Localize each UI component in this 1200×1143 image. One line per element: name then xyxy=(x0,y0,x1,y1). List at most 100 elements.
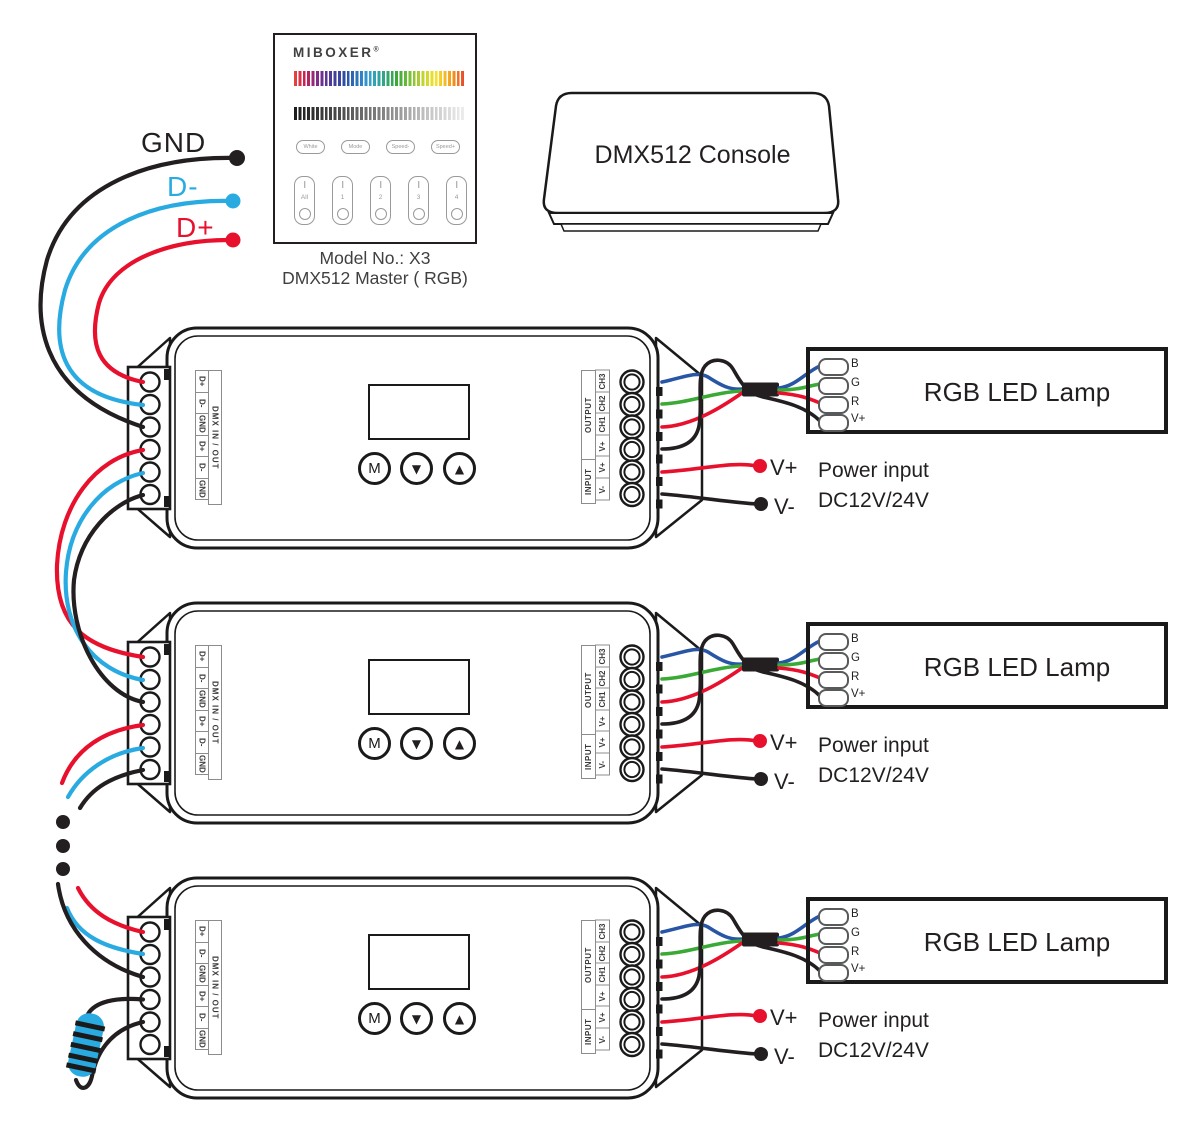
brightness-touch-strip[interactable] xyxy=(294,107,465,120)
dplus-wire-dot xyxy=(225,232,241,248)
zone-off-circle xyxy=(374,208,387,220)
terminal-label: GND xyxy=(195,413,209,436)
power-voltage-label: DC12V/24V xyxy=(818,764,929,787)
rgb-led-lamp: B G R V+ RGB LED Lamp xyxy=(806,897,1168,984)
terminal-label: CH1 xyxy=(595,413,610,436)
model-description: DMX512 Master ( RGB) xyxy=(282,268,468,288)
terminal-label: CH1 xyxy=(595,963,610,986)
lcd-display xyxy=(368,934,470,990)
terminal-label: CH3 xyxy=(595,920,610,943)
pin-label: G xyxy=(851,927,860,939)
lamp-pin-b[interactable] xyxy=(818,908,849,926)
dmx-group-label: DMX IN / OUT xyxy=(208,920,222,1055)
model-number: Model No.: X3 xyxy=(319,248,431,268)
vminus-label: V- xyxy=(774,769,795,794)
zone-on-tick xyxy=(455,181,458,188)
lamp-pin-vplus[interactable] xyxy=(818,964,849,982)
dmx-label-column: D+ D- GND D+ D- GND DMX IN / OUT xyxy=(195,920,222,1055)
dmx-console-label: DMX512 Console xyxy=(594,141,791,169)
terminal-label: D+ xyxy=(195,370,209,393)
terminal-label: GND xyxy=(195,963,209,986)
up-arrow-icon: ▲ xyxy=(454,461,465,476)
bus-wires-c2-continuation xyxy=(59,722,146,811)
lamp-pin-b[interactable] xyxy=(818,633,849,651)
m-button[interactable]: M xyxy=(358,727,391,760)
speed-plus-button[interactable]: Speed+ xyxy=(431,140,460,154)
io-label-column: OUTPUT INPUT CH3 CH2 CH1 V+ V+ V- xyxy=(581,370,610,504)
terminal-label: V+ xyxy=(595,984,610,1007)
zone-button-3[interactable]: 3 xyxy=(408,176,429,225)
vplus-label: V+ xyxy=(770,455,798,480)
zone-off-circle xyxy=(336,208,349,220)
terminal-label: D+ xyxy=(195,434,209,457)
lamp-pin-vplus[interactable] xyxy=(818,414,849,432)
lamp-pin-r[interactable] xyxy=(818,946,849,964)
resistor-bands xyxy=(65,1020,106,1074)
lamp-pin-g[interactable] xyxy=(818,652,849,670)
lamp-pin-r[interactable] xyxy=(818,396,849,414)
power-voltage-label: DC12V/24V xyxy=(818,1039,929,1062)
pin-label: V+ xyxy=(851,963,866,975)
dmx-label-column: D+ D- GND D+ D- GND DMX IN / OUT xyxy=(195,370,222,505)
terminal-label: D- xyxy=(195,391,209,414)
gnd-label: GND xyxy=(141,127,207,158)
m-button[interactable]: M xyxy=(358,1002,391,1035)
up-button[interactable]: ▲ xyxy=(443,727,476,760)
terminal-label: CH3 xyxy=(595,645,610,668)
down-arrow-icon: ▼ xyxy=(411,461,422,476)
lamp-pin-g[interactable] xyxy=(818,377,849,395)
color-touch-strip[interactable] xyxy=(294,71,465,86)
m-button[interactable]: M xyxy=(358,452,391,485)
up-arrow-icon: ▲ xyxy=(454,1011,465,1026)
rgb-led-lamp: B G R V+ RGB LED Lamp xyxy=(806,347,1168,434)
vplus-label: V+ xyxy=(770,1005,798,1030)
lamp-pin-vplus[interactable] xyxy=(818,689,849,707)
lamp-title: RGB LED Lamp xyxy=(923,377,1111,407)
rgb-led-lamp: B G R V+ RGB LED Lamp xyxy=(806,622,1168,709)
pin-label: R xyxy=(851,671,860,683)
power-input-label: Power input xyxy=(818,734,929,757)
terminal-label: V+ xyxy=(595,434,610,457)
lamp-pin-r[interactable] xyxy=(818,671,849,689)
terminal-label: GND xyxy=(195,688,209,711)
zone-button-4[interactable]: 4 xyxy=(446,176,467,225)
zone-button-2[interactable]: 2 xyxy=(370,176,391,225)
mode-button-panel[interactable]: Mode xyxy=(341,140,370,154)
down-button[interactable]: ▼ xyxy=(400,1002,433,1035)
output-label: OUTPUT xyxy=(581,920,596,1010)
terminal-label: D- xyxy=(195,941,209,964)
down-arrow-icon: ▼ xyxy=(411,1011,422,1026)
terminal-label: GND xyxy=(195,1027,209,1050)
white-button[interactable]: White xyxy=(296,140,325,154)
power-voltage-label: DC12V/24V xyxy=(818,489,929,512)
down-button[interactable]: ▼ xyxy=(400,727,433,760)
dmx-label-column: D+ D- GND D+ D- GND DMX IN / OUT xyxy=(195,645,222,780)
dmx-master-panel: MIBOXER® White Mode Speed- Speed+ All 1 … xyxy=(273,33,477,244)
terminal-label: V- xyxy=(595,477,610,500)
terminal-label: D+ xyxy=(195,920,209,943)
terminal-label: D- xyxy=(195,666,209,689)
zone-button-1[interactable]: 1 xyxy=(332,176,353,225)
zone-on-tick xyxy=(379,181,382,188)
zone-on-tick xyxy=(417,181,420,188)
lamp-pin-g[interactable] xyxy=(818,927,849,945)
bus-wires-c1-c2 xyxy=(54,447,146,705)
dmx-group-label: DMX IN / OUT xyxy=(208,645,222,780)
vminus-label: V- xyxy=(774,1044,795,1069)
power-input-label: Power input xyxy=(818,1009,929,1032)
bus-wires-master xyxy=(38,150,245,430)
up-button[interactable]: ▲ xyxy=(443,452,476,485)
pin-label: R xyxy=(851,946,860,958)
zone-button-all[interactable]: All xyxy=(294,176,315,225)
down-button[interactable]: ▼ xyxy=(400,452,433,485)
speed-minus-button[interactable]: Speed- xyxy=(386,140,415,154)
terminal-label: V+ xyxy=(595,709,610,732)
pin-label: V+ xyxy=(851,413,866,425)
up-button[interactable]: ▲ xyxy=(443,1002,476,1035)
terminal-label: V- xyxy=(595,1027,610,1050)
terminal-label: V+ xyxy=(595,731,610,754)
lamp-pin-b[interactable] xyxy=(818,358,849,376)
pin-label: B xyxy=(851,908,859,920)
output-label: OUTPUT xyxy=(581,645,596,735)
